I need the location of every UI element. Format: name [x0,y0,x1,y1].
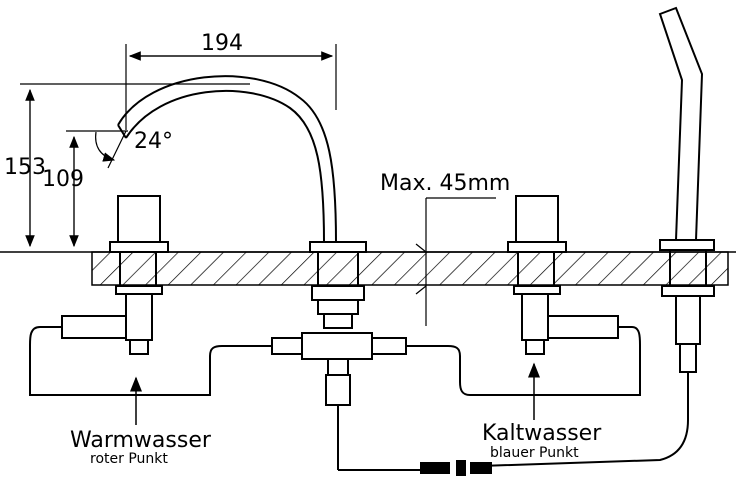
dimension-spout-height: 109 [42,130,128,248]
hose-coupling [338,460,492,476]
hand-shower [479,6,715,467]
dimension-max-thickness: Max. 45mm [380,171,510,326]
warm-label: Warmwasser [70,428,212,453]
dimension-total-height: 153 [4,83,250,248]
center-spout-body [271,241,407,470]
cold-label: Kaltwasser [482,421,602,446]
dim-spout-reach: 194 [201,31,243,56]
spout [117,75,337,243]
countertop-section [0,251,736,286]
dim-swivel-angle: 24° [134,129,173,154]
dim-max-thickness: Max. 45mm [380,171,510,196]
warm-valve [29,195,272,396]
cold-valve [406,195,641,396]
cold-sublabel: blauer Punkt [490,445,579,461]
warm-sublabel: roter Punkt [90,451,168,467]
dim-spout-height: 109 [42,167,84,192]
dimension-swivel-angle: 24° [95,129,173,169]
dimension-spout-reach: 194 [125,31,337,130]
dim-total-height: 153 [4,155,46,180]
